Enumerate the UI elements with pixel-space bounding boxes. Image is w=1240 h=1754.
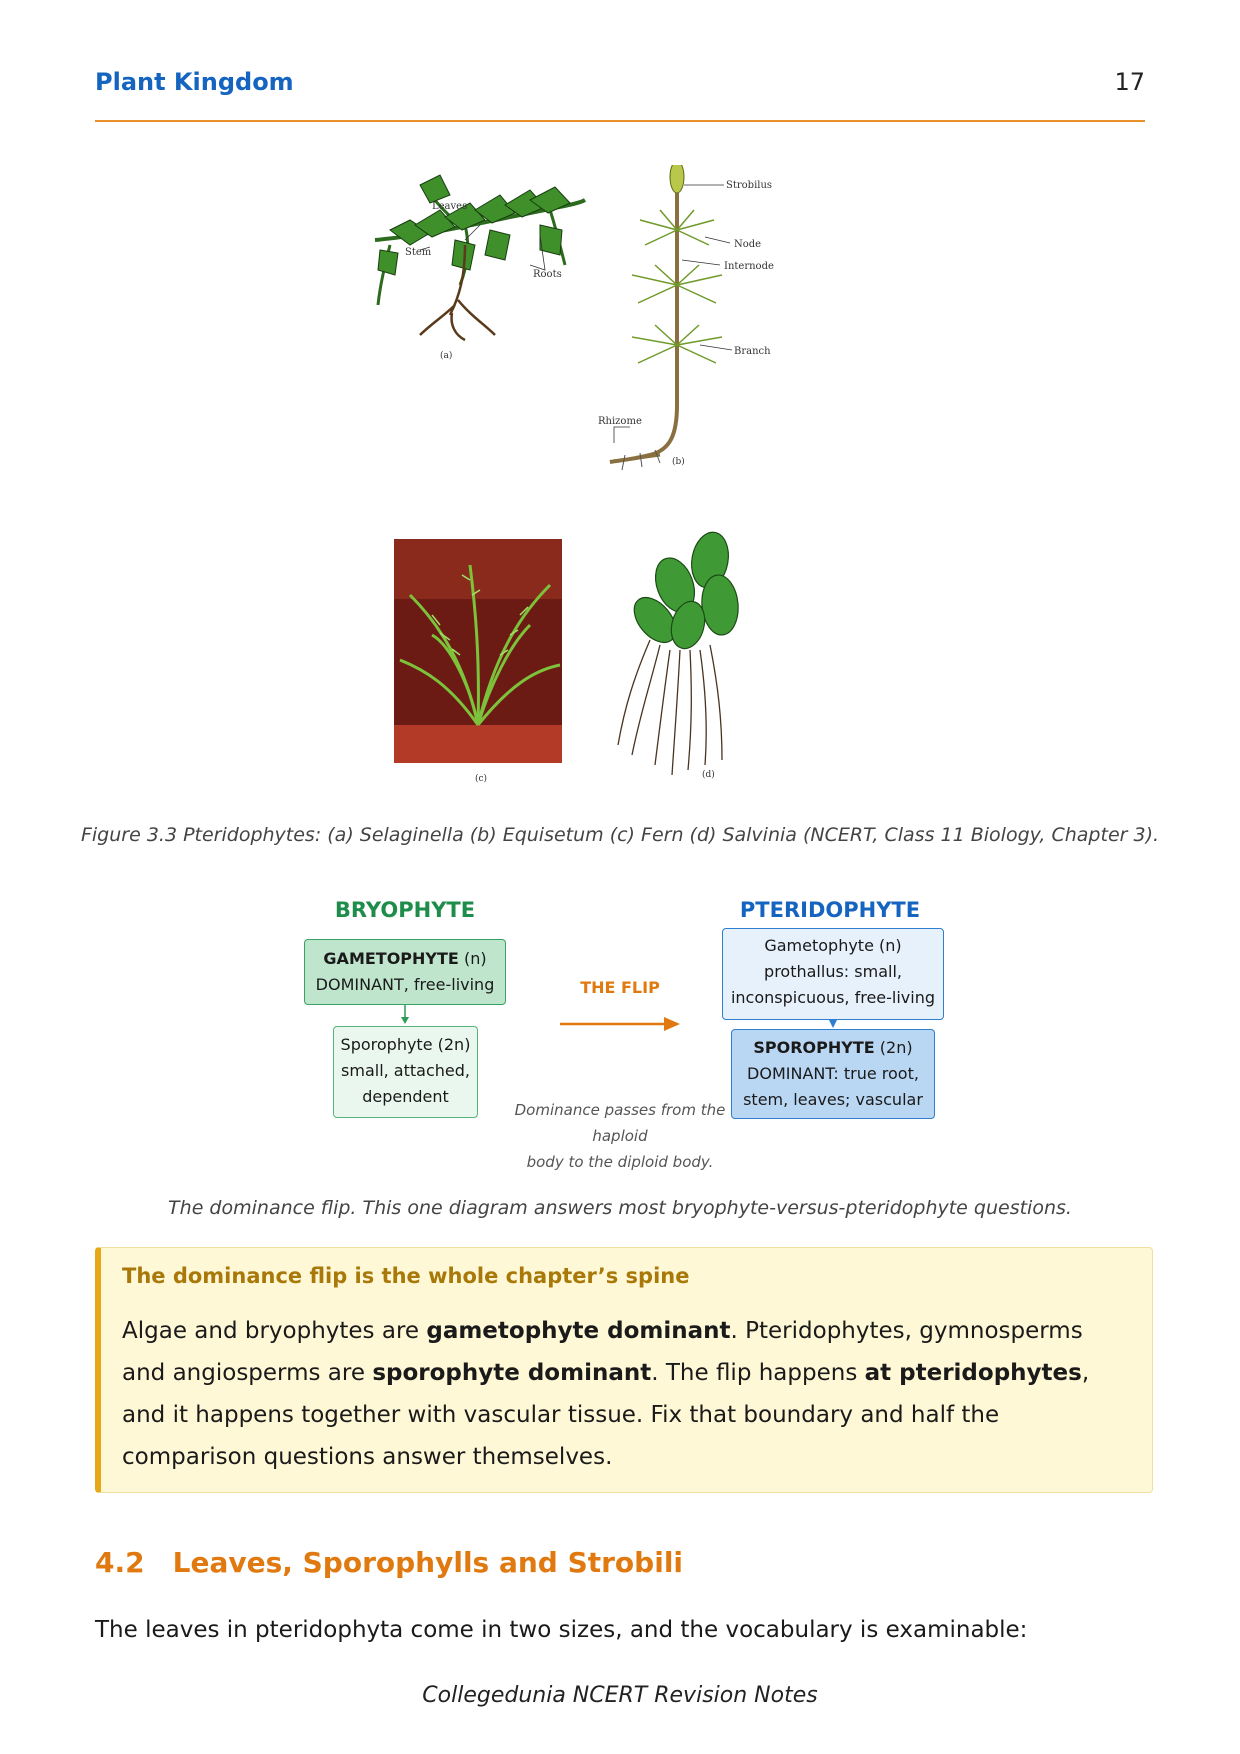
bryophyte-connector-arrowhead (401, 1017, 409, 1024)
flip-note: Dominance passes from the haploid body t… (485, 1097, 755, 1175)
bryophyte-gametophyte-desc: DOMINANT, free-living (315, 975, 495, 994)
label-d: (d) (702, 769, 715, 780)
diagram-caption: The dominance flip. This one diagram ans… (168, 1197, 1072, 1219)
header-rule (95, 120, 1145, 122)
pteridophyte-sporophyte-name: SPOROPHYTE (753, 1038, 875, 1057)
section-title: Leaves, Sporophylls and Strobili (172, 1546, 684, 1579)
label-leaves: Leaves (432, 201, 467, 212)
flip-label: THE FLIP (580, 978, 660, 997)
flip-note-line-1: Dominance passes from the haploid (514, 1101, 726, 1145)
callout-emphasis: at pteridophytes (864, 1360, 1082, 1386)
salvinia-illustration: (d) (617, 531, 739, 780)
pteridophyte-connector-arrowhead (829, 1020, 837, 1028)
label-b: (b) (672, 456, 685, 467)
bryophyte-sporophyte-desc-1: small, attached, (341, 1061, 470, 1080)
fern-photo: (c) (394, 539, 562, 784)
label-internode: Internode (724, 261, 774, 272)
callout-text-part: , and it happens together with vascular … (122, 1360, 1090, 1470)
pteridophyte-heading: PTERIDOPHYTE (739, 898, 921, 922)
callout-text-part: . Pteridophytes, gymnosperms and angiosp… (122, 1318, 1083, 1386)
bryophyte-sporophyte-desc-2: dependent (362, 1087, 449, 1106)
bryophyte-sporophyte-name: Sporophyte (2n) (340, 1035, 471, 1054)
pteridophyte-gametophyte-name: Gametophyte (n) (764, 936, 902, 955)
callout-box (95, 1247, 1153, 1493)
callout-text-part: . The flip happens (651, 1360, 865, 1386)
bryophyte-gametophyte-ploidy: (n) (463, 949, 487, 968)
pteridophyte-figure: Leaves Stem Roots (a) Strobilus Node Int… (374, 165, 774, 784)
callout-text-part: Algae and bryophytes are (122, 1318, 427, 1344)
bryophyte-heading: BRYOPHYTE (334, 898, 476, 922)
callout-title: The dominance flip is the whole chapter’… (122, 1264, 690, 1288)
callout-emphasis: gametophyte dominant (426, 1318, 731, 1344)
label-roots: Roots (533, 269, 562, 280)
section-number: 4.2 (95, 1546, 145, 1579)
body-paragraph: The leaves in pteridophyta come in two s… (95, 1617, 1028, 1643)
label-strobilus: Strobilus (726, 180, 772, 191)
label-rhizome: Rhizome (598, 416, 642, 427)
section-heading: 4.2 Leaves, Sporophylls and Strobili (95, 1546, 683, 1579)
figure-caption: Figure 3.3 Pteridophytes: (a) Selaginell… (80, 824, 1160, 846)
bryophyte-gametophyte-box: GAMETOPHYTE (n) DOMINANT, free-living (304, 939, 506, 1005)
callout-text: Algae and bryophytes are gametophyte dom… (122, 1310, 1122, 1478)
flip-note-line-2: body to the diploid body. (526, 1153, 714, 1171)
pteridophyte-gametophyte-desc-1: prothallus: small, (764, 962, 902, 981)
pteridophyte-sporophyte-desc-1: DOMINANT: true root, (747, 1064, 919, 1083)
label-c: (c) (475, 773, 487, 784)
flip-arrowhead (664, 1017, 680, 1031)
label-node: Node (734, 239, 761, 250)
pteridophyte-sporophyte-box: SPOROPHYTE (2n) DOMINANT: true root, ste… (731, 1029, 935, 1119)
pteridophyte-gametophyte-box: Gametophyte (n) prothallus: small, incon… (722, 928, 944, 1020)
label-branch: Branch (734, 346, 771, 357)
label-stem: Stem (405, 247, 432, 258)
bryophyte-sporophyte-box: Sporophyte (2n) small, attached, depende… (333, 1026, 478, 1118)
bryophyte-gametophyte-name: GAMETOPHYTE (323, 949, 459, 968)
page-footer: Collegedunia NCERT Revision Notes (422, 1683, 818, 1708)
label-a: (a) (440, 350, 452, 361)
callout-emphasis: sporophyte dominant (372, 1360, 652, 1386)
page-number: 17 (1114, 68, 1145, 96)
pteridophyte-sporophyte-ploidy: (2n) (879, 1038, 913, 1057)
selaginella-illustration: Leaves Stem Roots (a) (374, 174, 587, 361)
pteridophyte-sporophyte-desc-2: stem, leaves; vascular (743, 1090, 923, 1109)
pteridophyte-gametophyte-desc-2: inconspicuous, free-living (730, 988, 936, 1007)
equisetum-illustration: Strobilus Node Internode Branch Rhizome … (598, 165, 774, 471)
running-header-title: Plant Kingdom (95, 68, 294, 96)
